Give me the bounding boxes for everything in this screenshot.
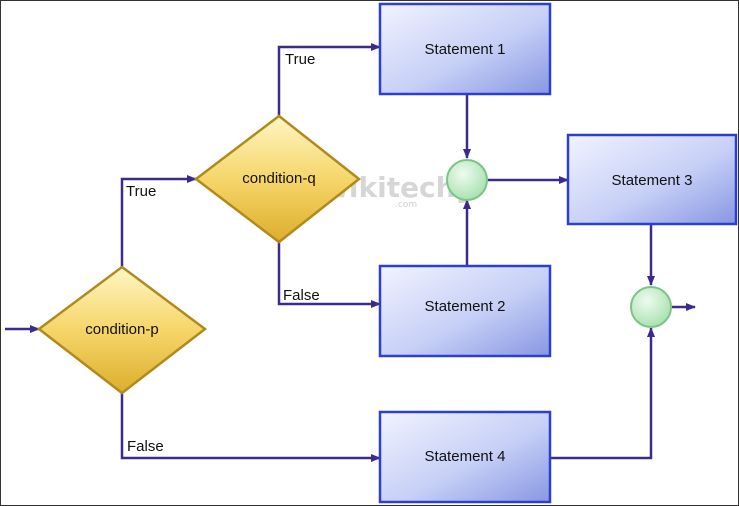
statement-1-box: Statement 1	[378, 2, 552, 96]
arrow-s4-junction2	[550, 327, 655, 460]
statement-3-box: Statement 3	[566, 133, 738, 226]
condition-q-diamond: condition-q	[193, 114, 362, 244]
condition-q-label: condition-q	[242, 170, 315, 187]
edge-label-p-false: False	[127, 438, 164, 455]
arrow-q-false	[277, 242, 381, 308]
statement-2-box: Statement 2	[378, 264, 552, 358]
arrow-q-true	[277, 43, 381, 116]
merge-junction-1	[446, 159, 488, 201]
arrow-p-true	[120, 175, 197, 267]
statement-4-label: Statement 4	[425, 448, 506, 465]
condition-p-label: condition-p	[85, 321, 158, 338]
statement-4-box: Statement 4	[378, 410, 552, 504]
statement-3-label: Statement 3	[612, 172, 693, 189]
edge-label-q-false: False	[283, 287, 320, 304]
edge-label-p-true: True	[126, 183, 156, 200]
connectors	[5, 43, 696, 462]
statement-1-label: Statement 1	[425, 41, 506, 58]
statement-2-label: Statement 2	[425, 298, 506, 315]
edge-label-q-true: True	[285, 51, 315, 68]
condition-p-diamond: condition-p	[36, 265, 208, 395]
merge-junction-2	[630, 286, 672, 328]
arrow-p-false	[120, 393, 381, 462]
watermark-domain: .com	[395, 200, 417, 210]
